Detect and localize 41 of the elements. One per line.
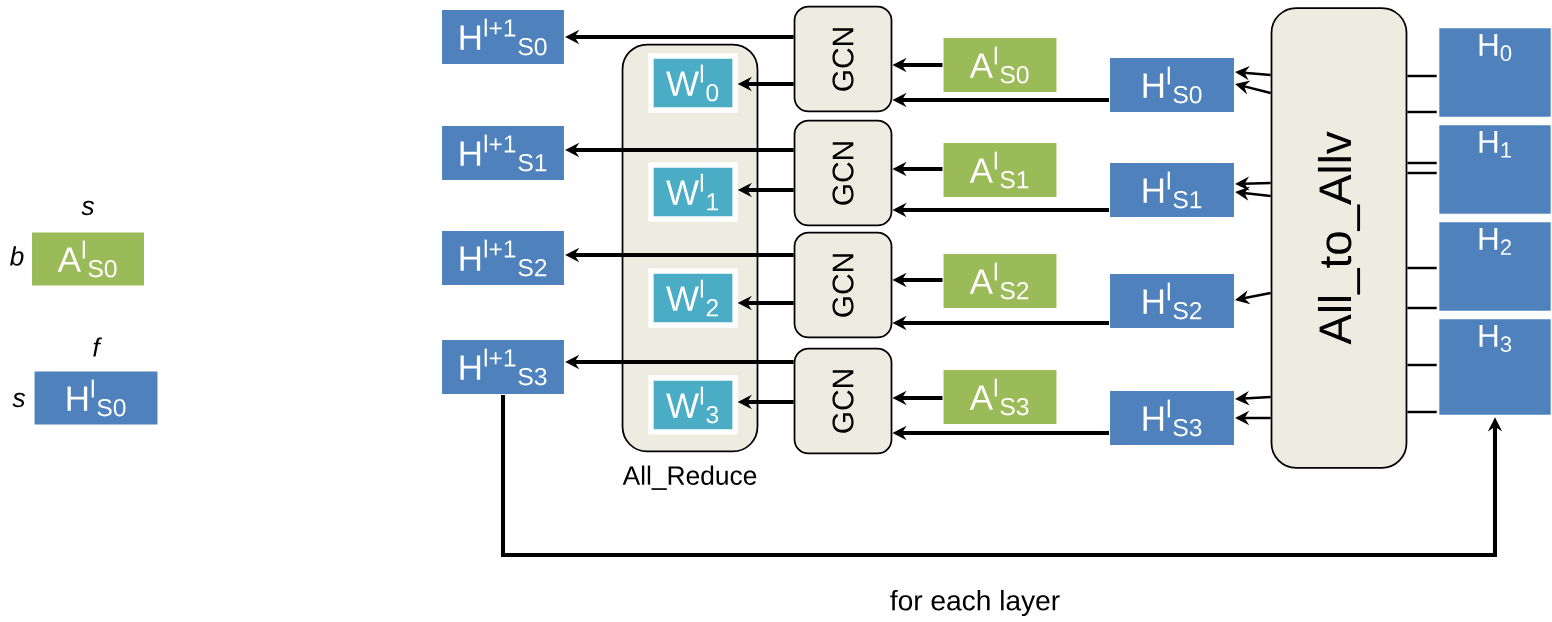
matrix-box: H$^{l+1}$S3 [441, 338, 566, 395]
matrix-box: H$_{1}$ [1436, 122, 1552, 217]
dimension-label: s [81, 200, 95, 216]
node-label: All_Reduce [622, 465, 757, 490]
matrix-box: H$^{l+1}$S0 [441, 9, 566, 65]
connector-line [1407, 266, 1437, 270]
matrix-box: H$^{l}$S3 [1109, 389, 1235, 446]
weight-box: W$^{l}$0 [648, 53, 738, 113]
gcn-box: GCN [793, 119, 893, 227]
matrix-box: H$_{3}$ [1436, 316, 1552, 418]
matrix-box: H$^{l+1}$S2 [441, 229, 566, 286]
edge-label: for each layer [886, 586, 1064, 620]
matrix-box: A$^{l}$S3 [942, 368, 1058, 425]
matrix-box: H$^{l}$S1 [1109, 161, 1235, 219]
matrix-box: H$^{l}$S0 [33, 370, 159, 426]
connector-line [1407, 161, 1437, 165]
gcn-box: GCN [793, 347, 893, 455]
connector-line [1407, 110, 1437, 114]
matrix-box: H$^{l+1}$S1 [441, 124, 566, 181]
all-to-allv-box: All_to_Allv [1270, 7, 1408, 469]
connector-line [1407, 74, 1437, 78]
connector-line [1407, 306, 1437, 310]
matrix-box: H$_{2}$ [1436, 219, 1552, 314]
weight-box: W$^{l}$1 [648, 162, 738, 222]
matrix-box: A$^{l}$S2 [942, 252, 1058, 309]
matrix-box: A$^{l}$S1 [942, 142, 1058, 198]
connector-line [1407, 410, 1437, 414]
weight-box: W$^{l}$2 [648, 268, 738, 328]
dimension-label: b [10, 246, 24, 266]
matrix-box: H$^{l}$S0 [1109, 57, 1235, 113]
gcn-box: GCN [793, 231, 893, 339]
connector-line [1407, 171, 1437, 175]
weight-box: W$^{l}$3 [648, 375, 738, 435]
matrix-box: H$^{l}$S2 [1109, 272, 1235, 329]
matrix-box: H$_{0}$ [1436, 25, 1552, 120]
matrix-box: A$^{l}$S0 [942, 36, 1058, 93]
gcn-box: GCN [793, 5, 893, 113]
dimension-label: f [93, 337, 102, 357]
connector-line [1407, 363, 1437, 367]
dimension-label: s [12, 392, 26, 408]
matrix-box: A$^{l}$S0 [31, 231, 146, 287]
